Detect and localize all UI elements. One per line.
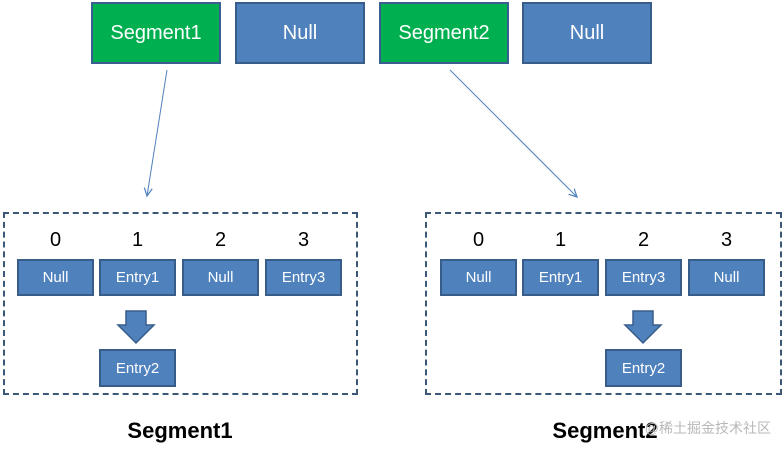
segment2-index-2: 2 — [637, 229, 650, 251]
segment1-index-3: 3 — [297, 229, 310, 251]
segment2-cell-3: Null — [688, 259, 765, 296]
top-segment2-box: Segment2 — [379, 2, 509, 64]
segment2-cell-0: Null — [440, 259, 517, 296]
segment1-cell-2: Null — [182, 259, 259, 296]
segment2-index-0: 0 — [472, 229, 485, 251]
top-null-box-1: Null — [235, 2, 365, 64]
top-null-box-2: Null — [522, 2, 652, 64]
down-arrow-segment2 — [623, 310, 663, 345]
segment1-index-0: 0 — [49, 229, 62, 251]
segment2-caption: Segment2 — [552, 418, 658, 443]
segment1-chained-entry: Entry2 — [99, 349, 176, 387]
segment1-container — [3, 212, 358, 395]
segment1-caption: Segment1 — [127, 418, 233, 443]
down-arrow-segment1 — [116, 310, 156, 345]
top-segment1-box: Segment1 — [91, 2, 221, 64]
watermark: @稀土掘金技术社区 — [644, 420, 771, 436]
segment1-index-1: 1 — [131, 229, 144, 251]
segment2-cell-1: Entry1 — [522, 259, 599, 296]
segment2-index-1: 1 — [554, 229, 567, 251]
arrow-to-segment2 — [449, 69, 577, 197]
segment2-container — [425, 212, 782, 395]
segment1-cell-1: Entry1 — [99, 259, 176, 296]
arrow-to-segment1 — [147, 69, 168, 196]
segment1-cell-3: Entry3 — [265, 259, 342, 296]
segment2-index-3: 3 — [720, 229, 733, 251]
segment2-cell-2: Entry3 — [605, 259, 682, 296]
segment2-chained-entry: Entry2 — [605, 349, 682, 387]
segment1-index-2: 2 — [214, 229, 227, 251]
segment1-cell-0: Null — [17, 259, 94, 296]
